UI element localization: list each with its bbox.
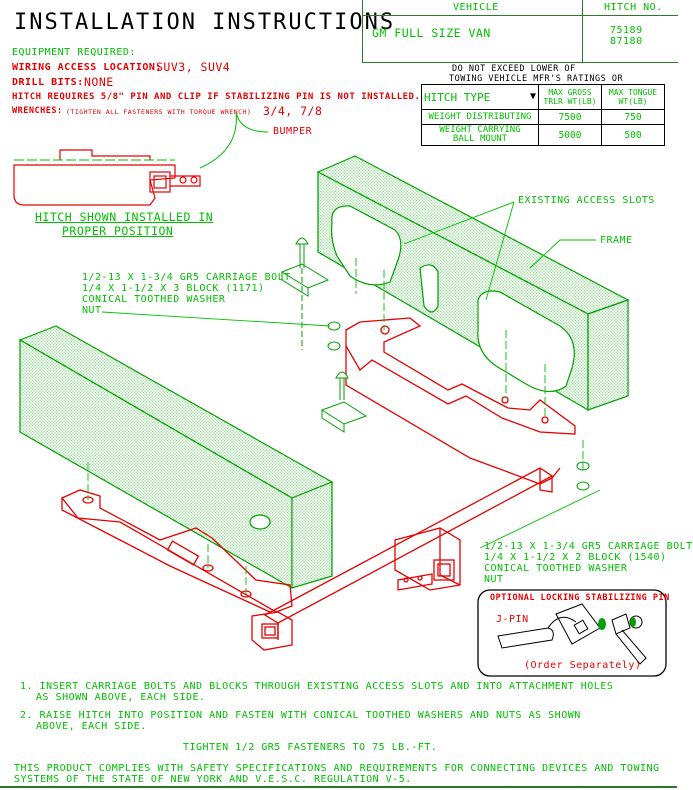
kit1-line-4: NUT bbox=[82, 305, 102, 316]
kit2-line-2: 1/4 X 1-1/2 X 2 BLOCK (1540) bbox=[484, 552, 667, 563]
upper-frame-rail bbox=[316, 155, 630, 412]
hitch-no-label: HITCH NO. bbox=[604, 2, 663, 13]
access-slots-label: EXISTING ACCESS SLOTS bbox=[518, 195, 655, 206]
order-separately-note: (Order Separately) bbox=[524, 660, 642, 671]
wiring-label: WIRING ACCESS LOCATION: bbox=[12, 62, 162, 73]
wrenches-label: WRENCHES: bbox=[12, 106, 63, 116]
optional-pin-title: OPTIONAL LOCKING STABILIZING PIN bbox=[490, 593, 670, 603]
equipment-heading: EQUIPMENT REQUIRED: bbox=[12, 47, 136, 58]
vehicle-info-box bbox=[362, 0, 678, 63]
wrenches-note: (TIGHTEN ALL FASTENERS WITH TORQUE WRENC… bbox=[66, 108, 252, 116]
compliance-line-1: THIS PRODUCT COMPLIES WITH SAFETY SPECIF… bbox=[14, 763, 660, 774]
drill-value: NONE bbox=[84, 75, 114, 89]
hitch-pin-note: HITCH REQUIRES 5/8" PIN AND CLIP IF STAB… bbox=[12, 92, 421, 102]
col-hitch-type: HITCH TYPE ▼ bbox=[421, 84, 539, 110]
torque-note: TIGHTEN 1/2 GR5 FASTENERS TO 75 LB.-FT. bbox=[183, 742, 438, 753]
lower-bolt-kit bbox=[320, 371, 590, 491]
ratings-line-1: DO NOT EXCEED LOWER OF bbox=[452, 64, 576, 74]
wrenches-value: 3/4, 7/8 bbox=[263, 104, 323, 118]
wiring-value: SUV3, SUV4 bbox=[156, 60, 231, 74]
kit2-line-4: NUT bbox=[484, 574, 504, 585]
kit1-line-2: 1/4 X 1-1/2 X 3 BLOCK (1171) bbox=[82, 283, 265, 294]
hitch-no-1: 75189 bbox=[610, 25, 643, 36]
row-tongue: 500 bbox=[601, 124, 665, 146]
step-2-line-1: 2. RAISE HITCH INTO POSITION AND FASTEN … bbox=[20, 710, 581, 721]
bumper-label: BUMPER bbox=[273, 126, 313, 137]
step-1-line-2: AS SHOWN ABOVE, EACH SIDE. bbox=[36, 692, 206, 703]
bottom-border bbox=[0, 786, 677, 788]
hitch-no-2: 87180 bbox=[610, 36, 643, 47]
j-pin-label: J-PIN bbox=[496, 614, 529, 625]
upper-bolt-kit bbox=[280, 237, 341, 351]
dropdown-triangle-icon: ▼ bbox=[529, 90, 536, 102]
drill-label: DRILL BITS: bbox=[12, 77, 84, 88]
installed-caption-1: HITCH SHOWN INSTALLED IN bbox=[35, 210, 214, 224]
step-1-line-1: 1. INSERT CARRIAGE BOLTS AND BLOCKS THRO… bbox=[20, 681, 614, 692]
vehicle-value: GM FULL SIZE VAN bbox=[372, 26, 491, 40]
kit2-line-3: CONICAL TOOTHED WASHER bbox=[484, 563, 628, 574]
optional-pin-box bbox=[477, 589, 667, 677]
lower-frame-rail bbox=[18, 325, 334, 590]
page-title: INSTALLATION INSTRUCTIONS bbox=[14, 10, 396, 35]
step-2-line-2: ABOVE, EACH SIDE. bbox=[36, 721, 147, 732]
installed-hitch-view bbox=[13, 149, 201, 206]
compliance-line-2: SYSTEMS OF THE STATE OF NEW YORK AND V.E… bbox=[14, 774, 412, 785]
vehicle-label: VEHICLE bbox=[453, 2, 499, 13]
installed-caption-2: PROPER POSITION bbox=[62, 224, 174, 238]
kit1-line-1: 1/2-13 X 1-3/4 GR5 CARRIAGE BOLT bbox=[82, 272, 291, 283]
kit2-line-1: 1/2-13 X 1-3/4 GR5 CARRIAGE BOLT bbox=[484, 541, 693, 552]
installation-drawing bbox=[13, 111, 667, 677]
kit1-line-3: CONICAL TOOTHED WASHER bbox=[82, 294, 226, 305]
frame-label: FRAME bbox=[600, 235, 633, 246]
ratings-line-2: TOWING VEHICLE MFR'S RATINGS OR bbox=[449, 74, 624, 84]
